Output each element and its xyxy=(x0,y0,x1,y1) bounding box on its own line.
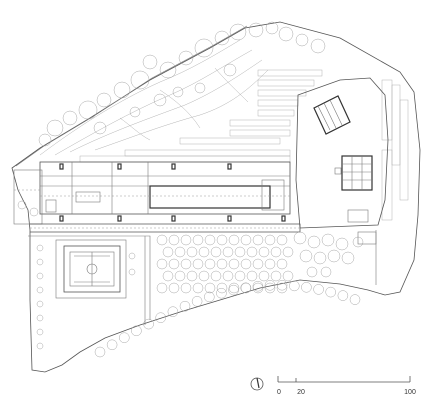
tree xyxy=(179,300,191,312)
tree xyxy=(155,312,166,323)
tree xyxy=(313,284,324,295)
west-tree-column xyxy=(36,244,136,350)
tree xyxy=(168,234,180,246)
tree xyxy=(168,258,180,270)
tree xyxy=(234,270,246,282)
scale-label-20: 20 xyxy=(297,389,305,396)
tree xyxy=(119,332,130,343)
scale-label-0: 0 xyxy=(277,389,281,396)
east-tree-cluster xyxy=(293,230,377,285)
tree xyxy=(258,246,270,258)
tree xyxy=(240,258,252,270)
tree xyxy=(228,284,239,296)
tree xyxy=(289,280,300,292)
tree xyxy=(180,282,192,294)
north-parking-rows xyxy=(79,69,323,163)
tree xyxy=(162,270,174,282)
tree xyxy=(198,270,210,282)
tree xyxy=(216,258,228,270)
tree xyxy=(258,270,270,282)
west-plaza xyxy=(13,169,43,225)
tree xyxy=(94,346,106,358)
tree xyxy=(325,286,336,298)
tree xyxy=(156,258,168,270)
tree xyxy=(210,246,222,258)
tree xyxy=(252,280,264,292)
tree xyxy=(174,246,186,258)
tree xyxy=(216,282,228,294)
southern-tree-arc xyxy=(94,279,361,358)
tree xyxy=(186,270,198,282)
tree xyxy=(186,246,198,258)
tree xyxy=(240,234,252,246)
tree xyxy=(167,306,179,317)
tree xyxy=(180,234,192,246)
tree xyxy=(204,282,216,294)
tree xyxy=(156,234,168,246)
tree xyxy=(270,246,282,258)
tree xyxy=(252,258,264,270)
tree xyxy=(246,246,258,258)
sports-court xyxy=(55,239,127,299)
tree xyxy=(270,270,282,282)
internal-road xyxy=(28,223,301,325)
tree xyxy=(264,280,276,291)
scale-bar: 0 20 100 xyxy=(277,376,416,396)
tree xyxy=(222,270,234,282)
tree xyxy=(191,296,203,307)
tree xyxy=(156,282,168,294)
tree xyxy=(228,282,240,294)
tree xyxy=(282,246,294,258)
east-parking-strip xyxy=(381,79,409,221)
tree xyxy=(216,234,228,246)
tree xyxy=(168,282,180,294)
tree xyxy=(337,290,349,301)
tree xyxy=(240,282,251,294)
north-arrow-icon xyxy=(250,377,264,391)
tree xyxy=(210,270,222,282)
tree xyxy=(192,282,204,294)
tree xyxy=(198,246,210,258)
tree xyxy=(264,258,276,270)
tree xyxy=(143,318,154,330)
tree-grid xyxy=(156,234,294,294)
landscape-contours xyxy=(39,39,269,156)
main-building-band xyxy=(39,161,291,215)
scale-label-100: 100 xyxy=(404,389,416,396)
tree xyxy=(162,246,174,258)
tree xyxy=(204,234,216,246)
tree xyxy=(222,246,234,258)
tree xyxy=(276,234,288,246)
tree xyxy=(264,234,276,246)
tree xyxy=(228,258,240,270)
tree xyxy=(180,258,192,270)
tree xyxy=(204,258,216,270)
tree xyxy=(192,234,204,246)
east-building xyxy=(295,77,389,229)
tree xyxy=(174,270,186,282)
column-markers xyxy=(59,163,286,222)
tree xyxy=(131,325,142,337)
tree xyxy=(204,291,215,303)
tree xyxy=(349,294,361,305)
tree xyxy=(282,270,294,282)
tree xyxy=(192,258,204,270)
tree xyxy=(264,282,276,294)
tree xyxy=(276,282,288,294)
site-boundary xyxy=(11,21,421,373)
tree xyxy=(234,246,246,258)
park-trees xyxy=(38,21,326,147)
tree xyxy=(216,287,227,299)
tree xyxy=(301,282,312,293)
tree xyxy=(228,234,240,246)
tree xyxy=(276,258,288,270)
tree xyxy=(246,270,258,282)
tree xyxy=(276,279,288,291)
tree xyxy=(252,234,264,246)
tree xyxy=(106,339,118,351)
